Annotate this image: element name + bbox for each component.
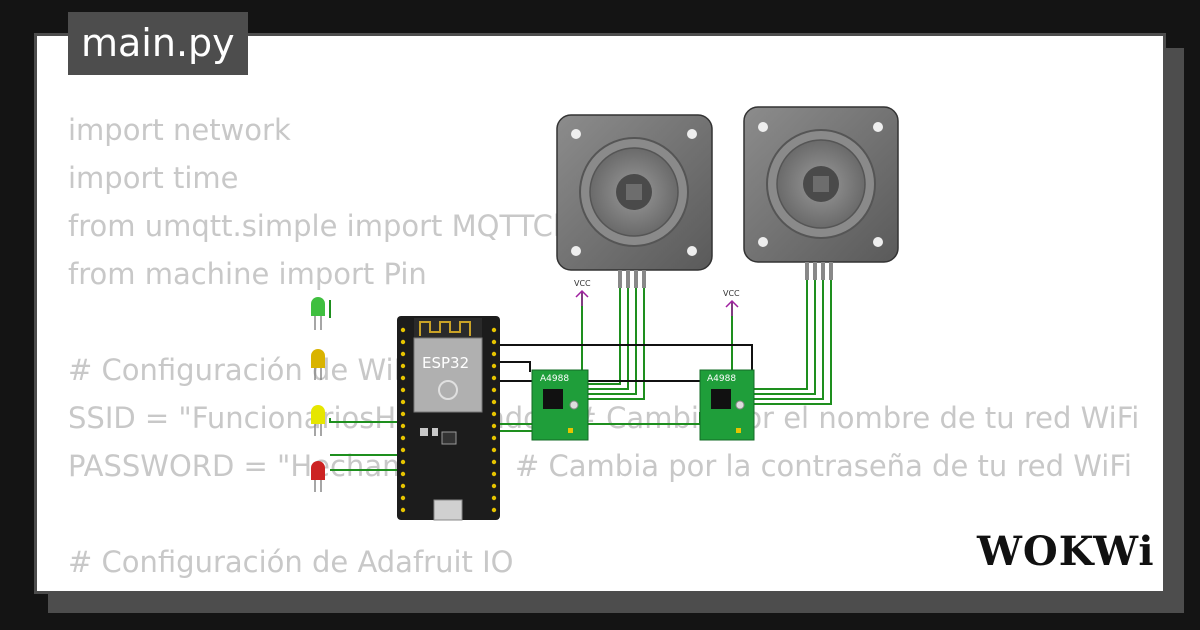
led-red[interactable] (311, 461, 325, 492)
ground-wires (496, 344, 753, 382)
a4988-driver-1[interactable]: A4988 (531, 369, 589, 441)
motor-2-wires (754, 280, 832, 405)
driver-2-label: A4988 (707, 374, 736, 384)
led-green[interactable] (311, 297, 325, 330)
led-orange[interactable] (311, 349, 325, 380)
stepper-motor-2[interactable] (743, 106, 899, 280)
driver-1-label: A4988 (540, 374, 569, 384)
code-line: # Configuración de Adafruit IO (68, 545, 514, 579)
stepper-motor-1[interactable] (556, 114, 713, 288)
wokwi-logo-text: WOKWi (976, 528, 1155, 575)
code-line: import time (68, 161, 239, 195)
motor-1-wires (588, 288, 645, 400)
a4988-driver-2[interactable]: A4988 (699, 369, 755, 441)
vcc-symbol-2: VCC (723, 289, 740, 371)
vcc-symbol-1: VCC (574, 279, 591, 371)
led-yellow[interactable] (311, 405, 325, 436)
esp32-board[interactable]: ESP32 (397, 316, 500, 521)
vcc-label-2: VCC (723, 289, 740, 298)
file-tab[interactable]: main.py (68, 12, 248, 75)
esp32-label: ESP32 (422, 354, 469, 372)
code-line: from machine import Pin (68, 257, 427, 291)
code-line: import network (68, 113, 291, 147)
vcc-label-1: VCC (574, 279, 591, 288)
wokwi-logo: WOKWi (976, 528, 1155, 575)
